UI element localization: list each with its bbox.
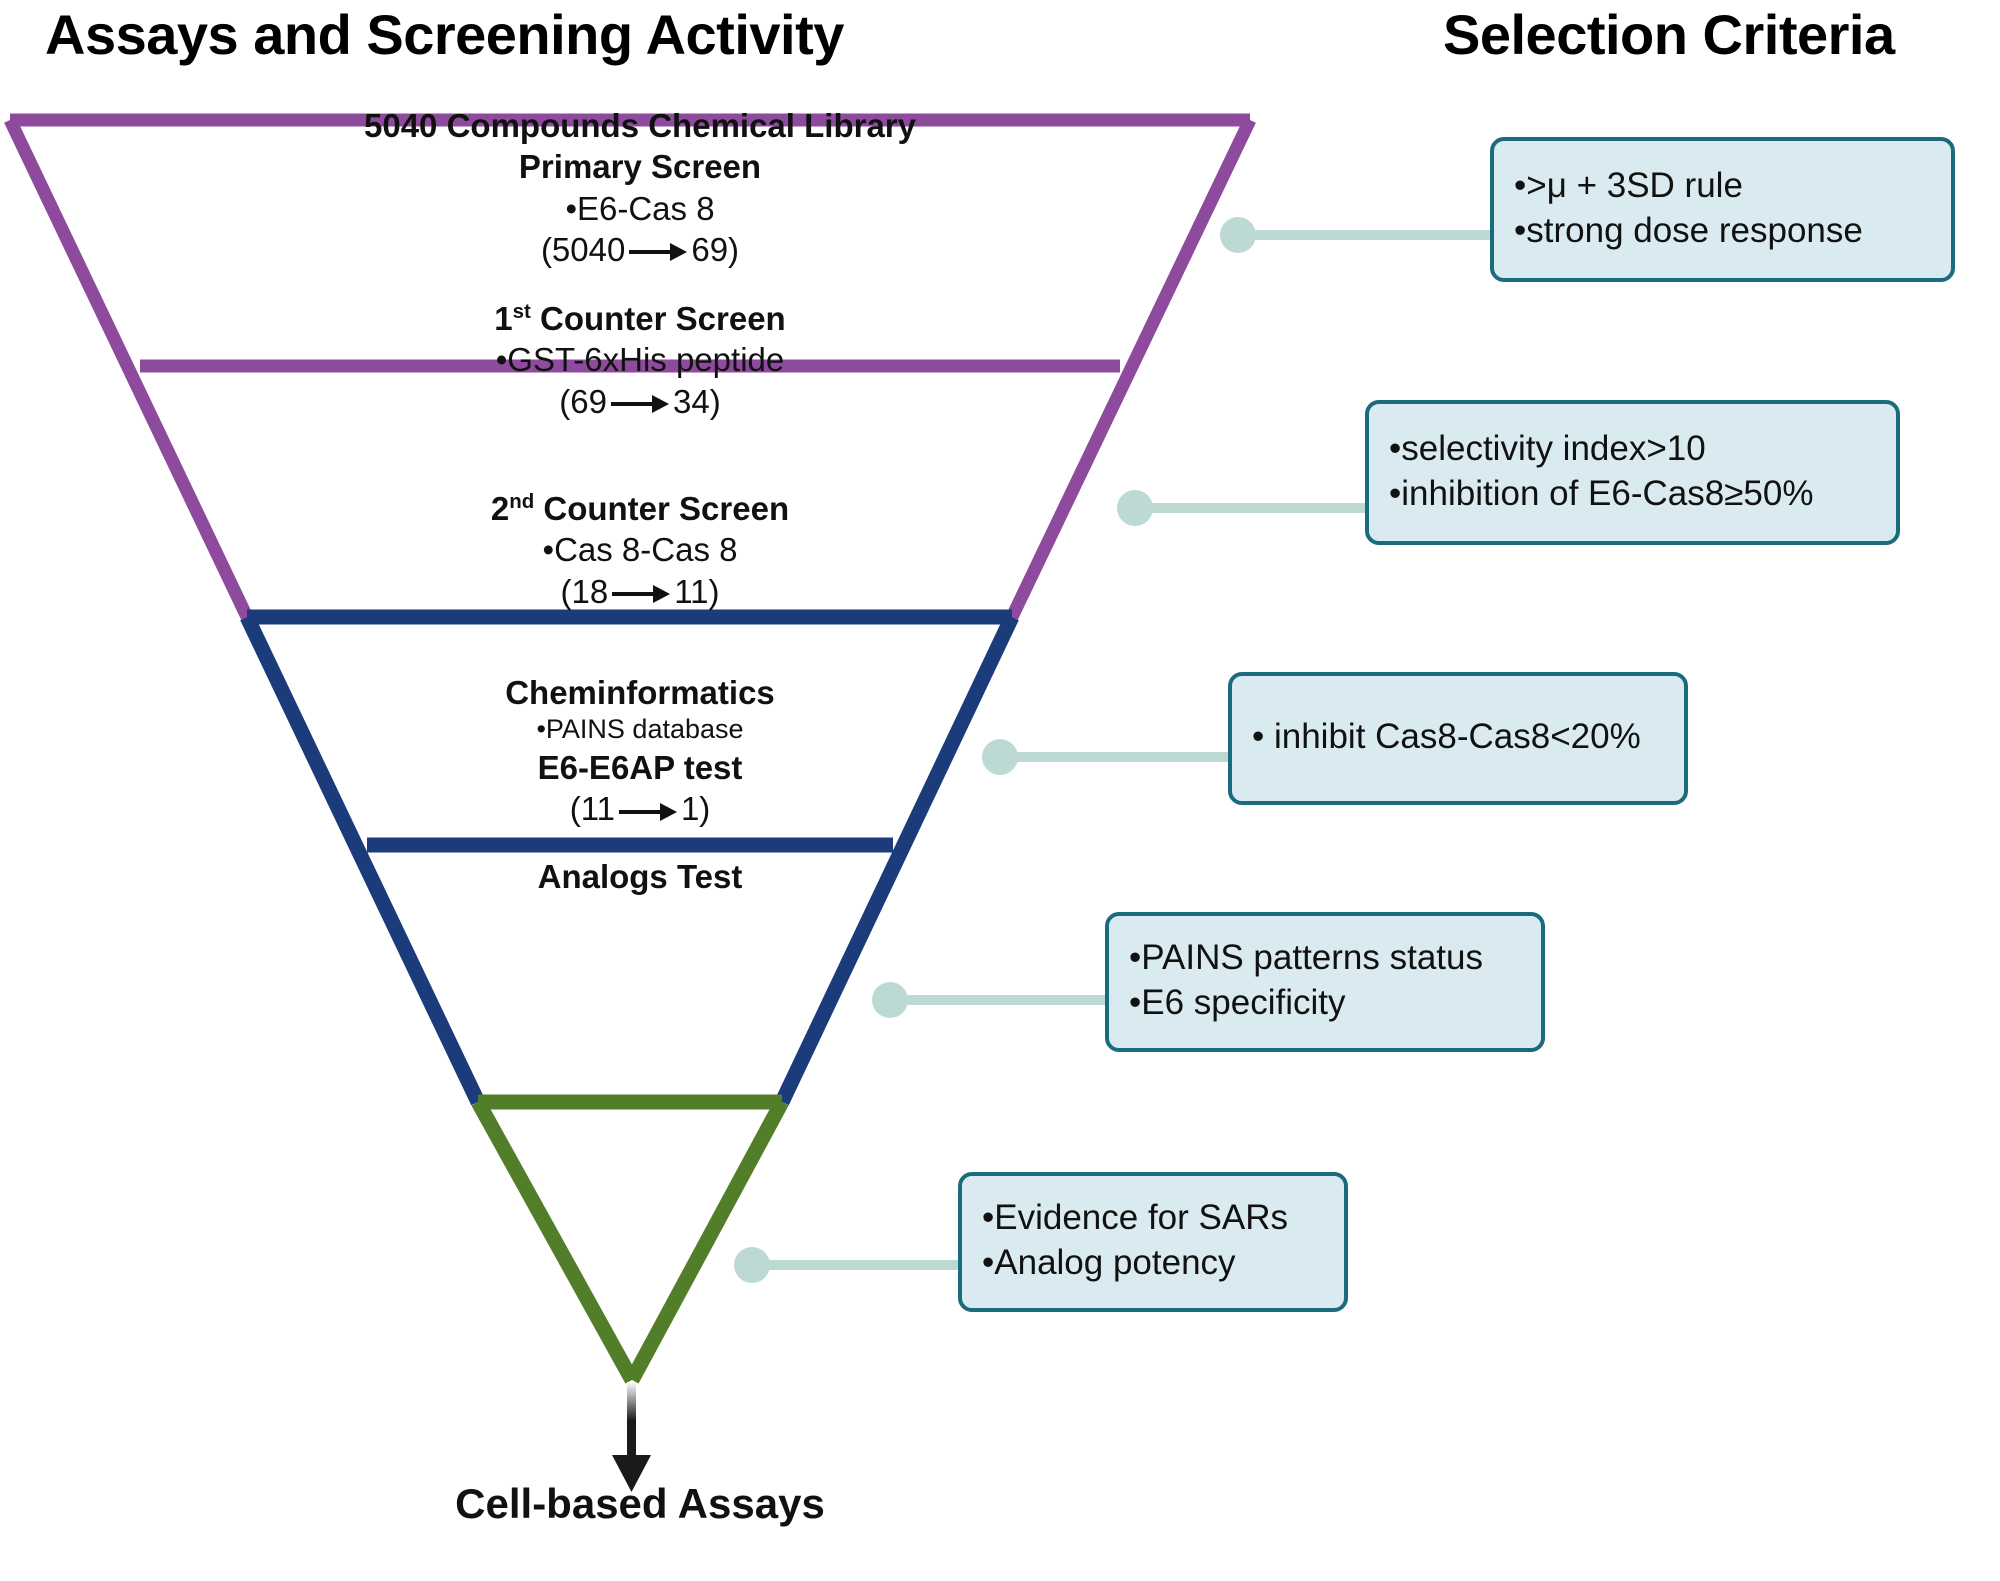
outcome-label-cell-based-assays: Cell-based Assays <box>455 1480 825 1527</box>
stage-2-title: 1st Counter Screen <box>330 298 950 339</box>
criteria-box-first-counter-screen[interactable]: •selectivity index>10 •inhibition of E6-… <box>1365 400 1900 545</box>
stage-1-count-from: (5040 <box>540 230 626 268</box>
stage-2-count-from: (69 <box>559 382 607 420</box>
funnel-stage-second-counter-screen-text: 2nd Counter Screen •Cas 8-Cas 8 (18 11) <box>350 488 930 612</box>
outcome-arrow-icon <box>612 1382 651 1492</box>
criteria-box-analogs-test[interactable]: •Evidence for SARs •Analog potency <box>958 1172 1348 1312</box>
connector-dot-5 <box>734 1247 770 1283</box>
criteria-line: •Evidence for SARs <box>982 1198 1288 1238</box>
stage-1-title: 5040 Compounds Chemical Library <box>364 107 916 144</box>
right-arrow-icon <box>611 392 669 416</box>
connector-dot-1 <box>1220 217 1256 253</box>
right-arrow-icon <box>629 240 687 264</box>
stage-4-bullet: •PAINS database <box>536 714 744 745</box>
criteria-line: • inhibit Cas8-Cas8<20% <box>1252 717 1641 757</box>
criteria-line: •selectivity index>10 <box>1389 428 1706 468</box>
stage-2-title-post: Counter Screen <box>530 300 786 337</box>
stage-4-subtitle: E6-E6AP test <box>537 749 743 786</box>
stage-5-title: Analogs Test <box>537 858 743 895</box>
stage-1-subtitle: Primary Screen <box>518 148 762 186</box>
funnel-stage-green-outline <box>471 1094 789 1384</box>
funnel-left-edge-purple <box>4 117 253 620</box>
stage-4-count: (11 1) <box>360 788 920 829</box>
stage-3-title-post: Counter Screen <box>534 490 790 527</box>
funnel-stage-first-counter-screen-text: 1st Counter Screen •GST-6xHis peptide (6… <box>330 298 950 422</box>
criteria-line: •strong dose response <box>1514 210 1863 250</box>
connector-dot-3 <box>982 739 1018 775</box>
stage-3-title-pre: 2 <box>490 490 510 527</box>
criteria-line: •E6 specificity <box>1129 983 1346 1022</box>
stage-2-title-pre: 1 <box>494 300 513 337</box>
stage-1-count: (5040 69) <box>330 229 950 270</box>
stage-2-title-sup: st <box>512 300 531 323</box>
stage-2-count-to: 34) <box>673 382 721 420</box>
stage-1-count-to: 69) <box>691 230 740 268</box>
stage-3-bullet: •Cas 8-Cas 8 <box>542 531 738 569</box>
heading-assays-and-screening-activity: Assays and Screening Activity <box>45 3 844 66</box>
stage-2-count: (69 34) <box>330 381 950 422</box>
criteria-box-second-counter-screen[interactable]: • inhibit Cas8-Cas8<20% <box>1228 672 1688 805</box>
criteria-line: •inhibition of E6-Cas8≥50% <box>1389 473 1814 513</box>
criteria-line: •Analog potency <box>982 1243 1236 1282</box>
funnel-right-edge-purple <box>1006 117 1256 620</box>
funnel-left-edge-green <box>471 1098 639 1384</box>
stage-2-bullet: •GST-6xHis peptide <box>495 341 785 379</box>
stage-4-count-to: 1) <box>680 790 711 828</box>
stage-4-count-from: (11 <box>569 790 615 828</box>
stage-3-title: 2nd Counter Screen <box>350 488 930 529</box>
stage-3-title-sup: nd <box>509 490 535 513</box>
connector-dot-2 <box>1117 490 1153 526</box>
criteria-line: •>μ + 3SD rule <box>1514 165 1743 205</box>
heading-selection-criteria: Selection Criteria <box>1443 3 1895 66</box>
stage-3-count-to: 11) <box>674 572 720 610</box>
funnel-right-edge-green <box>625 1098 789 1384</box>
stage-1-bullet: •E6-Cas 8 <box>565 189 715 227</box>
criteria-box-primary-screen[interactable]: •>μ + 3SD rule •strong dose response <box>1490 137 1955 282</box>
right-arrow-icon <box>612 582 670 606</box>
funnel-stage-analogs-test-text: Analogs Test <box>380 856 900 897</box>
criteria-box-cheminformatics[interactable]: •PAINS patterns status •E6 specificity <box>1105 912 1545 1052</box>
funnel-stage-cheminformatics-text: Cheminformatics •PAINS database E6-E6AP … <box>360 672 920 830</box>
stage-3-count-from: (18 <box>560 572 609 610</box>
funnel-stage-primary-screen-text: 5040 Compounds Chemical Library Primary … <box>330 105 950 270</box>
right-arrow-icon <box>619 800 677 824</box>
criteria-line: •PAINS patterns status <box>1129 938 1483 978</box>
connector-dot-4 <box>872 982 908 1018</box>
stage-3-count: (18 11) <box>350 571 930 612</box>
stage-4-title: Cheminformatics <box>505 674 775 711</box>
